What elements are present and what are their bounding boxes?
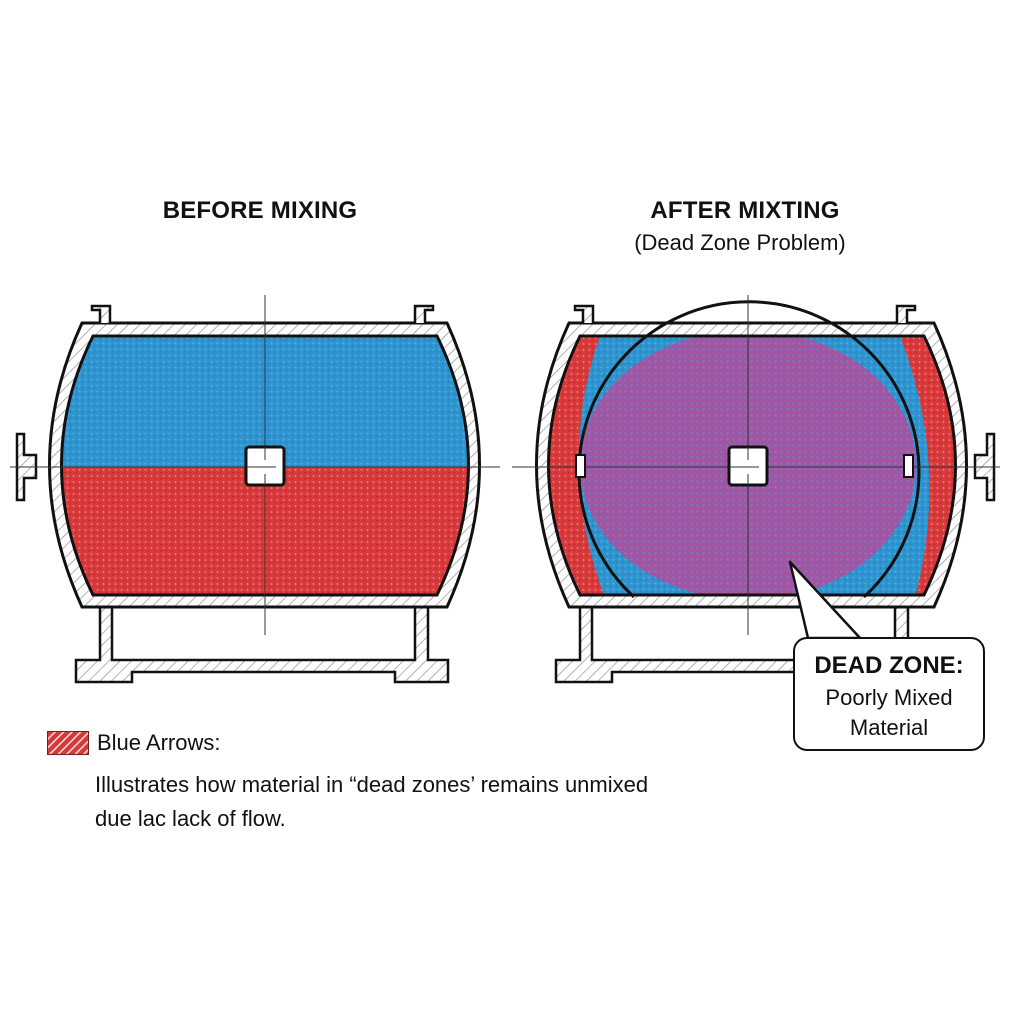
left-vessel bbox=[10, 295, 500, 684]
legend-label: Blue Arrows: bbox=[97, 730, 221, 755]
right-baffle bbox=[903, 454, 914, 478]
right-top-nozzle-1 bbox=[573, 304, 595, 323]
dead-zone-callout: DEAD ZONE: Poorly Mixed Material bbox=[793, 637, 985, 751]
left-baffle bbox=[575, 454, 586, 478]
description: Illustrates how material in “dead zones’… bbox=[95, 768, 795, 836]
right-top-nozzle-2 bbox=[895, 304, 917, 323]
before-mixing-title: BEFORE MIXING bbox=[162, 197, 358, 224]
impeller-sweep-circle bbox=[577, 300, 921, 599]
left-top-nozzle-1 bbox=[90, 304, 112, 323]
description-line-1: Illustrates how material in “dead zones’… bbox=[95, 772, 649, 797]
legend: Blue Arrows: bbox=[47, 730, 221, 756]
description-line-2: due lac lack of flow. bbox=[95, 806, 286, 831]
left-top-nozzle-2 bbox=[413, 304, 435, 323]
left-support-stand bbox=[74, 603, 450, 684]
callout-line-1: Poorly Mixed bbox=[825, 685, 953, 710]
right-vessel bbox=[512, 295, 1000, 684]
red-hatched-icon bbox=[47, 731, 89, 755]
after-mixing-title: AFTER MIXTING bbox=[650, 197, 840, 224]
after-mixing-subtitle: (Dead Zone Problem) bbox=[634, 230, 846, 255]
callout-title: DEAD ZONE: bbox=[814, 652, 964, 679]
callout-line-2: Material bbox=[849, 715, 929, 740]
